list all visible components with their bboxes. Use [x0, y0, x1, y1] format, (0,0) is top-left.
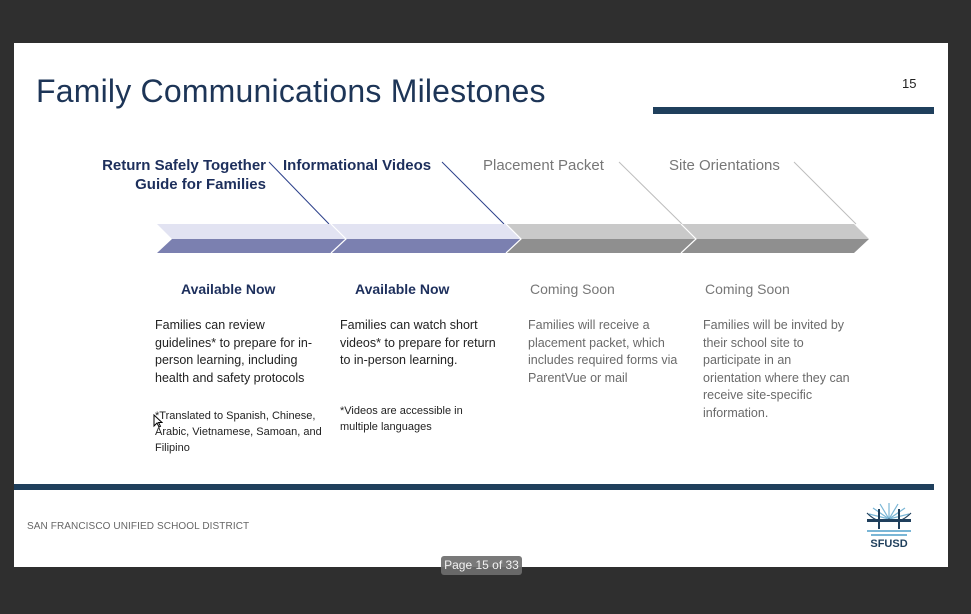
milestone-3-title: Placement Packet	[483, 157, 604, 174]
leader-line-1	[268, 161, 330, 225]
milestone-2-description: Families can watch short videos* to prep…	[340, 318, 496, 367]
chevron-3-bottom	[506, 239, 696, 253]
milestone-1-title: Return Safely Together Guide for Familie…	[84, 156, 266, 194]
milestone-3-status: Coming Soon	[530, 281, 615, 297]
milestone-2-status: Available Now	[355, 281, 450, 297]
milestone-1-description: Families can review guidelines* to prepa…	[155, 318, 313, 385]
sfusd-logo: SFUSD	[859, 501, 919, 559]
mouse-cursor-icon	[153, 414, 163, 428]
logo-text: SFUSD	[870, 538, 908, 550]
milestone-4-title: Site Orientations	[669, 157, 780, 174]
chevron-1-bottom	[157, 239, 346, 253]
leader-line-2	[441, 161, 505, 225]
milestone-1-note: *Translated to Spanish, Chinese, Arabic,…	[155, 410, 322, 454]
slide-title: Family Communications Milestones	[36, 73, 546, 109]
golden-gate-bridge-icon	[866, 503, 912, 536]
milestone-1-title-line1: Return Safely Together	[102, 157, 266, 174]
milestone-4-status: Coming Soon	[705, 281, 790, 297]
chevron-3-top	[506, 224, 696, 239]
leader-line-4	[793, 161, 857, 225]
milestone-2-title: Informational Videos	[283, 157, 432, 174]
chevron-4-top	[681, 224, 869, 239]
slide: Family Communications Milestones 15 Retu…	[14, 43, 948, 567]
milestone-timeline	[157, 161, 869, 254]
milestone-1-status: Available Now	[181, 281, 276, 297]
chevron-2-bottom	[331, 239, 521, 253]
bottom-rule	[14, 484, 934, 490]
title-rule	[653, 107, 934, 114]
milestone-4-description: Families will be invited by their school…	[703, 318, 850, 420]
milestone-2-note: *Videos are accessible in multiple langu…	[340, 405, 463, 433]
chevron-4-bottom	[681, 239, 869, 253]
chevron-1-top	[157, 224, 346, 239]
leader-line-3	[618, 161, 683, 225]
milestone-1-title-line2: Guide for Families	[135, 176, 266, 193]
slide-number: 15	[902, 76, 917, 91]
chevron-2-top	[331, 224, 521, 239]
page-indicator: Page 15 of 33	[441, 556, 522, 575]
milestone-3-description: Families will receive a placement packet…	[528, 318, 678, 385]
org-name: SAN FRANCISCO UNIFIED SCHOOL DISTRICT	[27, 521, 250, 532]
